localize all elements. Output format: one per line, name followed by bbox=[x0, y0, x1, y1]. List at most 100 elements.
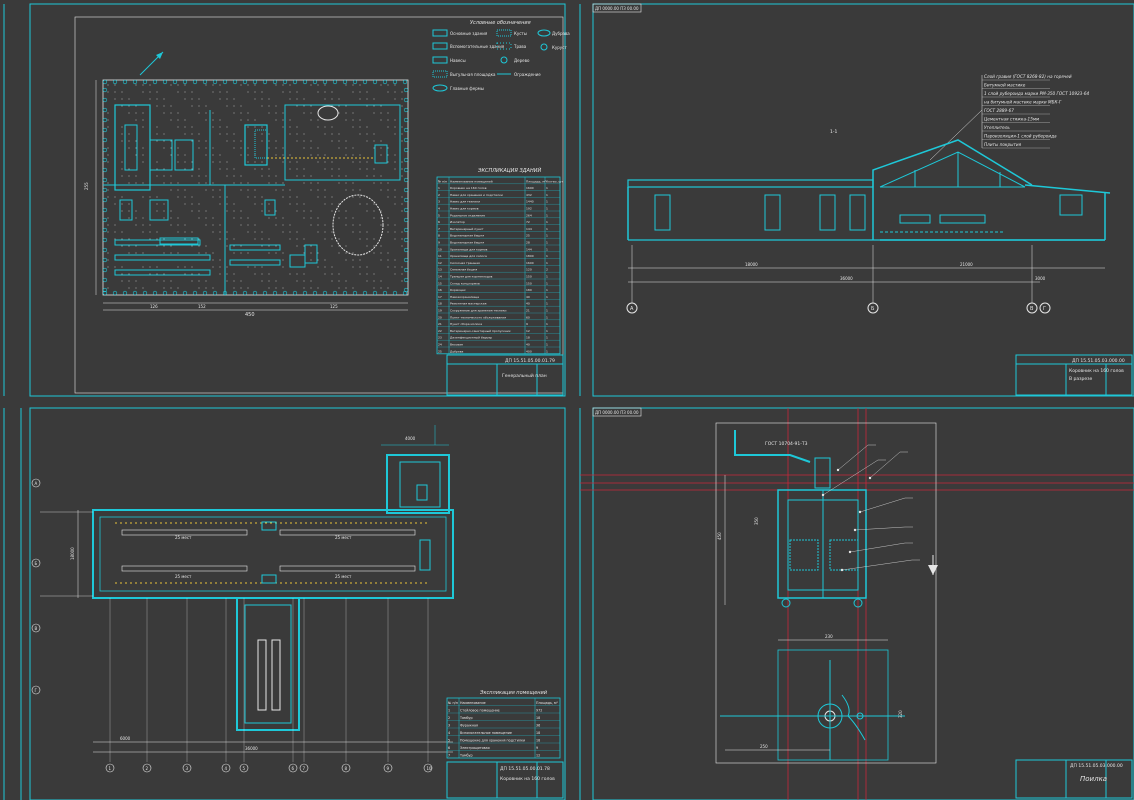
tree-icon bbox=[372, 290, 378, 296]
legend-title: Условные обозначения bbox=[470, 20, 531, 26]
grass-dot bbox=[296, 98, 298, 100]
table-cell: Навес для хранения и подстилки bbox=[450, 193, 503, 197]
grass-dot bbox=[128, 182, 130, 184]
grass-dot bbox=[107, 217, 109, 219]
grass-dot bbox=[401, 133, 403, 135]
grass-dot bbox=[156, 231, 158, 233]
grass-dot bbox=[142, 112, 144, 114]
grass-dot bbox=[380, 287, 382, 289]
tree-icon bbox=[262, 79, 268, 85]
grass-dot bbox=[226, 280, 228, 282]
grass-dot bbox=[149, 238, 151, 240]
grass-dot bbox=[198, 203, 200, 205]
table-cell: 1 bbox=[546, 186, 548, 190]
red-axis-lines bbox=[580, 408, 1134, 800]
grass-dot bbox=[135, 147, 137, 149]
grass-dot bbox=[177, 112, 179, 114]
grass-dot bbox=[352, 287, 354, 289]
table-cell: 40 bbox=[526, 295, 530, 299]
grass-dot bbox=[247, 84, 249, 86]
grass-dot bbox=[345, 105, 347, 107]
grass-dot bbox=[303, 147, 305, 149]
grass-dot bbox=[380, 280, 382, 282]
grass-dot bbox=[373, 105, 375, 107]
grass-dot bbox=[373, 182, 375, 184]
grass-dot bbox=[254, 161, 256, 163]
grass-dot bbox=[247, 252, 249, 254]
explication-title: Экспликация помещений bbox=[479, 690, 548, 696]
table-cell: Фуражная bbox=[460, 724, 478, 728]
grass-dot bbox=[317, 147, 319, 149]
drinker-elevation: ГОСТ 10704-91-Т3 bbox=[734, 430, 867, 608]
grass-dot bbox=[254, 98, 256, 100]
grass-dot bbox=[226, 196, 228, 198]
grass-dot bbox=[401, 238, 403, 240]
grass-dot bbox=[184, 91, 186, 93]
grass-dot bbox=[338, 112, 340, 114]
grass-dot bbox=[345, 182, 347, 184]
grass-dot bbox=[282, 84, 284, 86]
grass-dot bbox=[359, 273, 361, 275]
table-cell: 180 bbox=[526, 288, 532, 292]
tree-icon bbox=[132, 79, 138, 85]
tree-icon bbox=[102, 287, 108, 293]
grass-dot bbox=[394, 161, 396, 163]
grass-dot bbox=[261, 98, 263, 100]
grass-dot bbox=[401, 161, 403, 163]
grass-dot bbox=[184, 119, 186, 121]
grass-dot bbox=[324, 203, 326, 205]
tree-icon bbox=[403, 197, 409, 203]
tree-icon bbox=[102, 217, 108, 223]
grass-dot bbox=[345, 287, 347, 289]
grass-dot bbox=[254, 84, 256, 86]
table-cell: 15 bbox=[438, 281, 442, 285]
table-cell: 4 bbox=[448, 731, 450, 735]
grass-dot bbox=[380, 189, 382, 191]
table-cell: 144 bbox=[526, 247, 532, 251]
grass-dot bbox=[240, 182, 242, 184]
grass-dot bbox=[275, 154, 277, 156]
grass-dot bbox=[247, 287, 249, 289]
table-cell: 5 bbox=[438, 213, 440, 217]
grass-dot bbox=[198, 147, 200, 149]
grass-dot bbox=[107, 196, 109, 198]
grass-dot bbox=[324, 273, 326, 275]
grass-dot bbox=[233, 210, 235, 212]
grass-dot bbox=[254, 224, 256, 226]
grass-dot bbox=[226, 231, 228, 233]
grass-dot bbox=[338, 280, 340, 282]
table-cell: Родильное отделение bbox=[450, 213, 485, 217]
grass-dot bbox=[135, 119, 137, 121]
grass-dot bbox=[359, 119, 361, 121]
grass-dot bbox=[233, 133, 235, 135]
grass-dot bbox=[359, 84, 361, 86]
tree-icon bbox=[332, 290, 338, 296]
grass-dot bbox=[401, 203, 403, 205]
grass-dot bbox=[142, 154, 144, 156]
grass-dot bbox=[149, 231, 151, 233]
table-cell: 3 bbox=[448, 724, 450, 728]
tree-icon bbox=[322, 79, 328, 85]
grass-dot bbox=[338, 273, 340, 275]
grass-dot bbox=[401, 273, 403, 275]
table-cell: Навозохранилище bbox=[450, 295, 479, 299]
grass-dot bbox=[135, 84, 137, 86]
grass-dot bbox=[114, 231, 116, 233]
grass-dot bbox=[373, 273, 375, 275]
grass-dot bbox=[177, 147, 179, 149]
tree-icon bbox=[312, 79, 318, 85]
grass-dot bbox=[254, 203, 256, 205]
grass-dot bbox=[401, 168, 403, 170]
table-cell: 12 bbox=[536, 754, 540, 758]
grass-dot bbox=[394, 273, 396, 275]
grass-dot bbox=[247, 91, 249, 93]
grass-dot bbox=[240, 280, 242, 282]
grass-dot bbox=[135, 280, 137, 282]
table-cell: 21 bbox=[526, 309, 530, 313]
grass-dot bbox=[352, 224, 354, 226]
table-cell: 18 bbox=[536, 716, 540, 720]
grass-dot bbox=[219, 224, 221, 226]
grass-dot bbox=[205, 119, 207, 121]
